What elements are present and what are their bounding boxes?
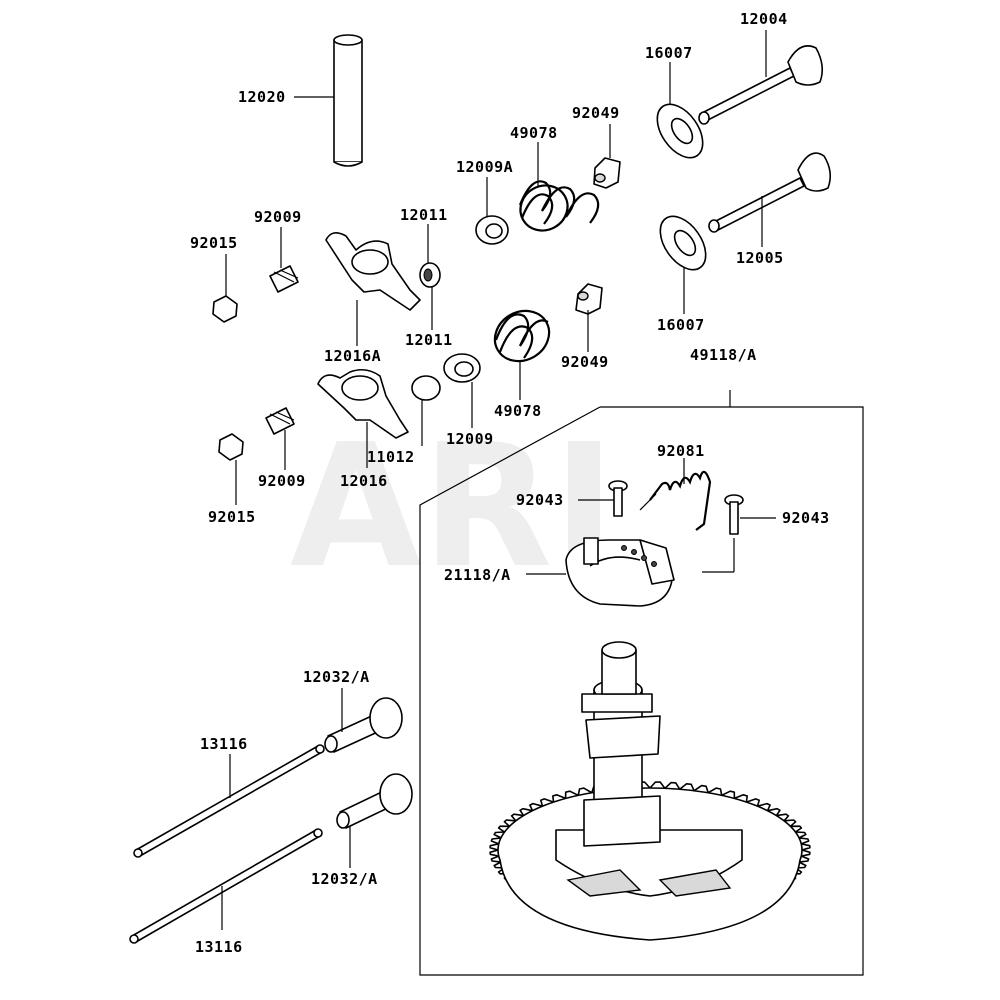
part-11012-cap[interactable] [411,375,441,401]
part-12011-collet-upper[interactable] [419,262,441,288]
callout-92081: 92081 [657,442,705,460]
part-49078-spring-lower[interactable] [486,301,558,371]
callout-92009-lower: 92009 [258,472,306,490]
part-92015-nut-lower[interactable] [218,433,244,461]
part-12009A-seal[interactable] [475,215,509,245]
callout-12032A-upper: 12032/A [303,668,370,686]
callout-92049-upper: 92049 [572,104,620,122]
callout-12004: 12004 [740,10,788,28]
callout-13116-upper: 13116 [200,735,248,753]
part-49078-spring-upper[interactable] [512,177,600,239]
part-12009-seal[interactable] [443,353,481,383]
callout-labels: 12004 16007 12020 92049 49078 12009A 920… [190,10,830,956]
callout-16007-upper: 16007 [645,44,693,62]
part-16007-retainer-upper[interactable] [648,96,712,166]
callout-12016A: 12016A [324,347,381,365]
part-12004-valve[interactable] [698,45,824,125]
part-92049-cap-upper[interactable] [593,157,621,189]
callout-92043-right: 92043 [782,509,830,527]
part-92009-screw-upper[interactable] [269,265,299,293]
callout-92043-left: 92043 [516,491,564,509]
part-92081-spring[interactable] [639,470,712,531]
part-12005-valve[interactable] [708,152,832,233]
part-13116-pushrod-upper[interactable] [133,744,325,858]
callout-21118A: 21118/A [444,566,511,584]
part-12032A-tappet-lower[interactable] [336,773,413,829]
callout-12016: 12016 [340,472,388,490]
part-92015-nut-upper[interactable] [212,295,238,323]
part-13116-pushrod-lower[interactable] [129,828,323,944]
callout-12009: 12009 [446,430,494,448]
part-92049-cap-lower[interactable] [575,283,603,315]
callout-12009A: 12009A [456,158,513,176]
part-92009-screw-lower[interactable] [265,407,295,435]
part-16007-retainer-lower[interactable] [651,208,715,278]
callout-11012: 11012 [367,448,415,466]
callout-49078-lower: 49078 [494,402,542,420]
part-92043-bolt-left[interactable] [608,480,628,517]
part-92043-bolt-right[interactable] [724,494,744,535]
callout-49118A: 49118/A [690,346,757,364]
part-12016A-rocker-arm[interactable] [325,232,421,311]
callout-16007-lower: 16007 [657,316,705,334]
callout-12032A-lower: 12032/A [311,870,378,888]
callout-92015-upper: 92015 [190,234,238,252]
callout-92049-lower: 92049 [561,353,609,371]
callout-92015-lower: 92015 [208,508,256,526]
part-12032A-tappet-upper[interactable] [324,697,403,753]
part-21118A-governor[interactable] [565,537,675,607]
callout-13116-lower: 13116 [195,938,243,956]
part-camshaft-gear[interactable] [489,641,811,941]
callout-12005: 12005 [736,249,784,267]
callout-12011-lower: 12011 [405,331,453,349]
callout-12020: 12020 [238,88,286,106]
part-12020-shaft[interactable] [333,34,363,167]
part-12016-rocker-arm[interactable] [317,368,409,439]
watermark: ARI [290,408,616,606]
callout-49078-upper: 49078 [510,124,558,142]
assembly-box-49118 [419,406,864,976]
callout-12011-upper: 12011 [400,206,448,224]
callout-92009-upper: 92009 [254,208,302,226]
